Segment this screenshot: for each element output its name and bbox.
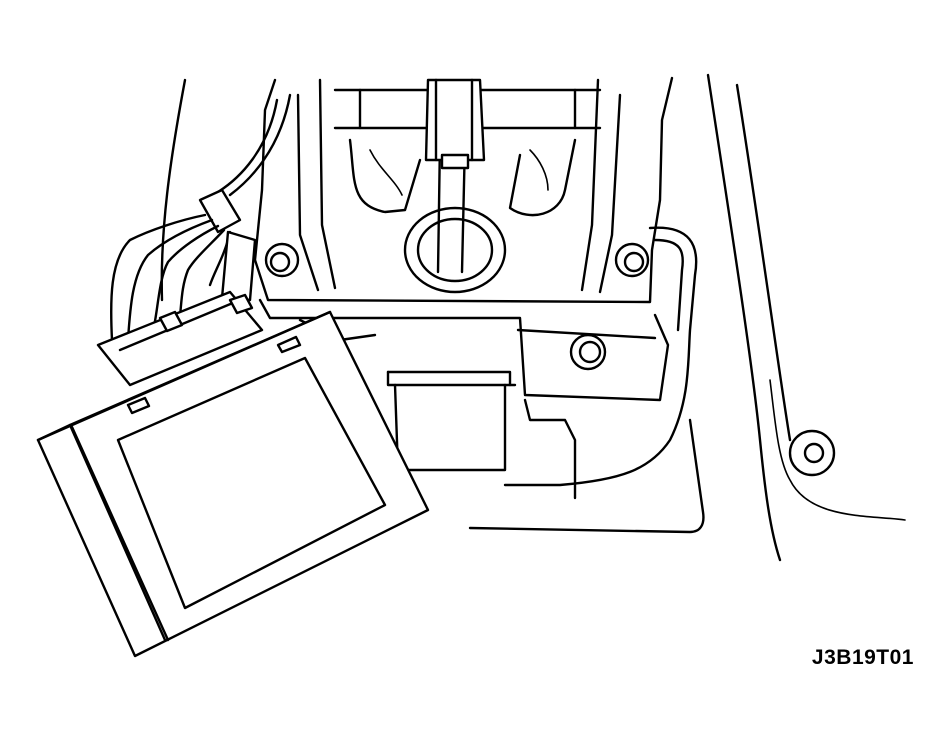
harness-connector [96, 290, 264, 387]
shift-opening [403, 78, 507, 294]
control-module [36, 310, 430, 658]
lower-pocket [386, 370, 517, 472]
figure-code-label: J3B19T01 [811, 646, 914, 669]
right-trim-panel [503, 226, 698, 500]
mount-nut-right [614, 242, 650, 278]
body-panel-contours [160, 73, 906, 562]
wiring-harness [109, 93, 292, 342]
console-bracket [253, 76, 674, 402]
body-grommet [788, 429, 836, 477]
mount-nut-left [264, 242, 300, 278]
mount-nut-center [569, 333, 607, 371]
